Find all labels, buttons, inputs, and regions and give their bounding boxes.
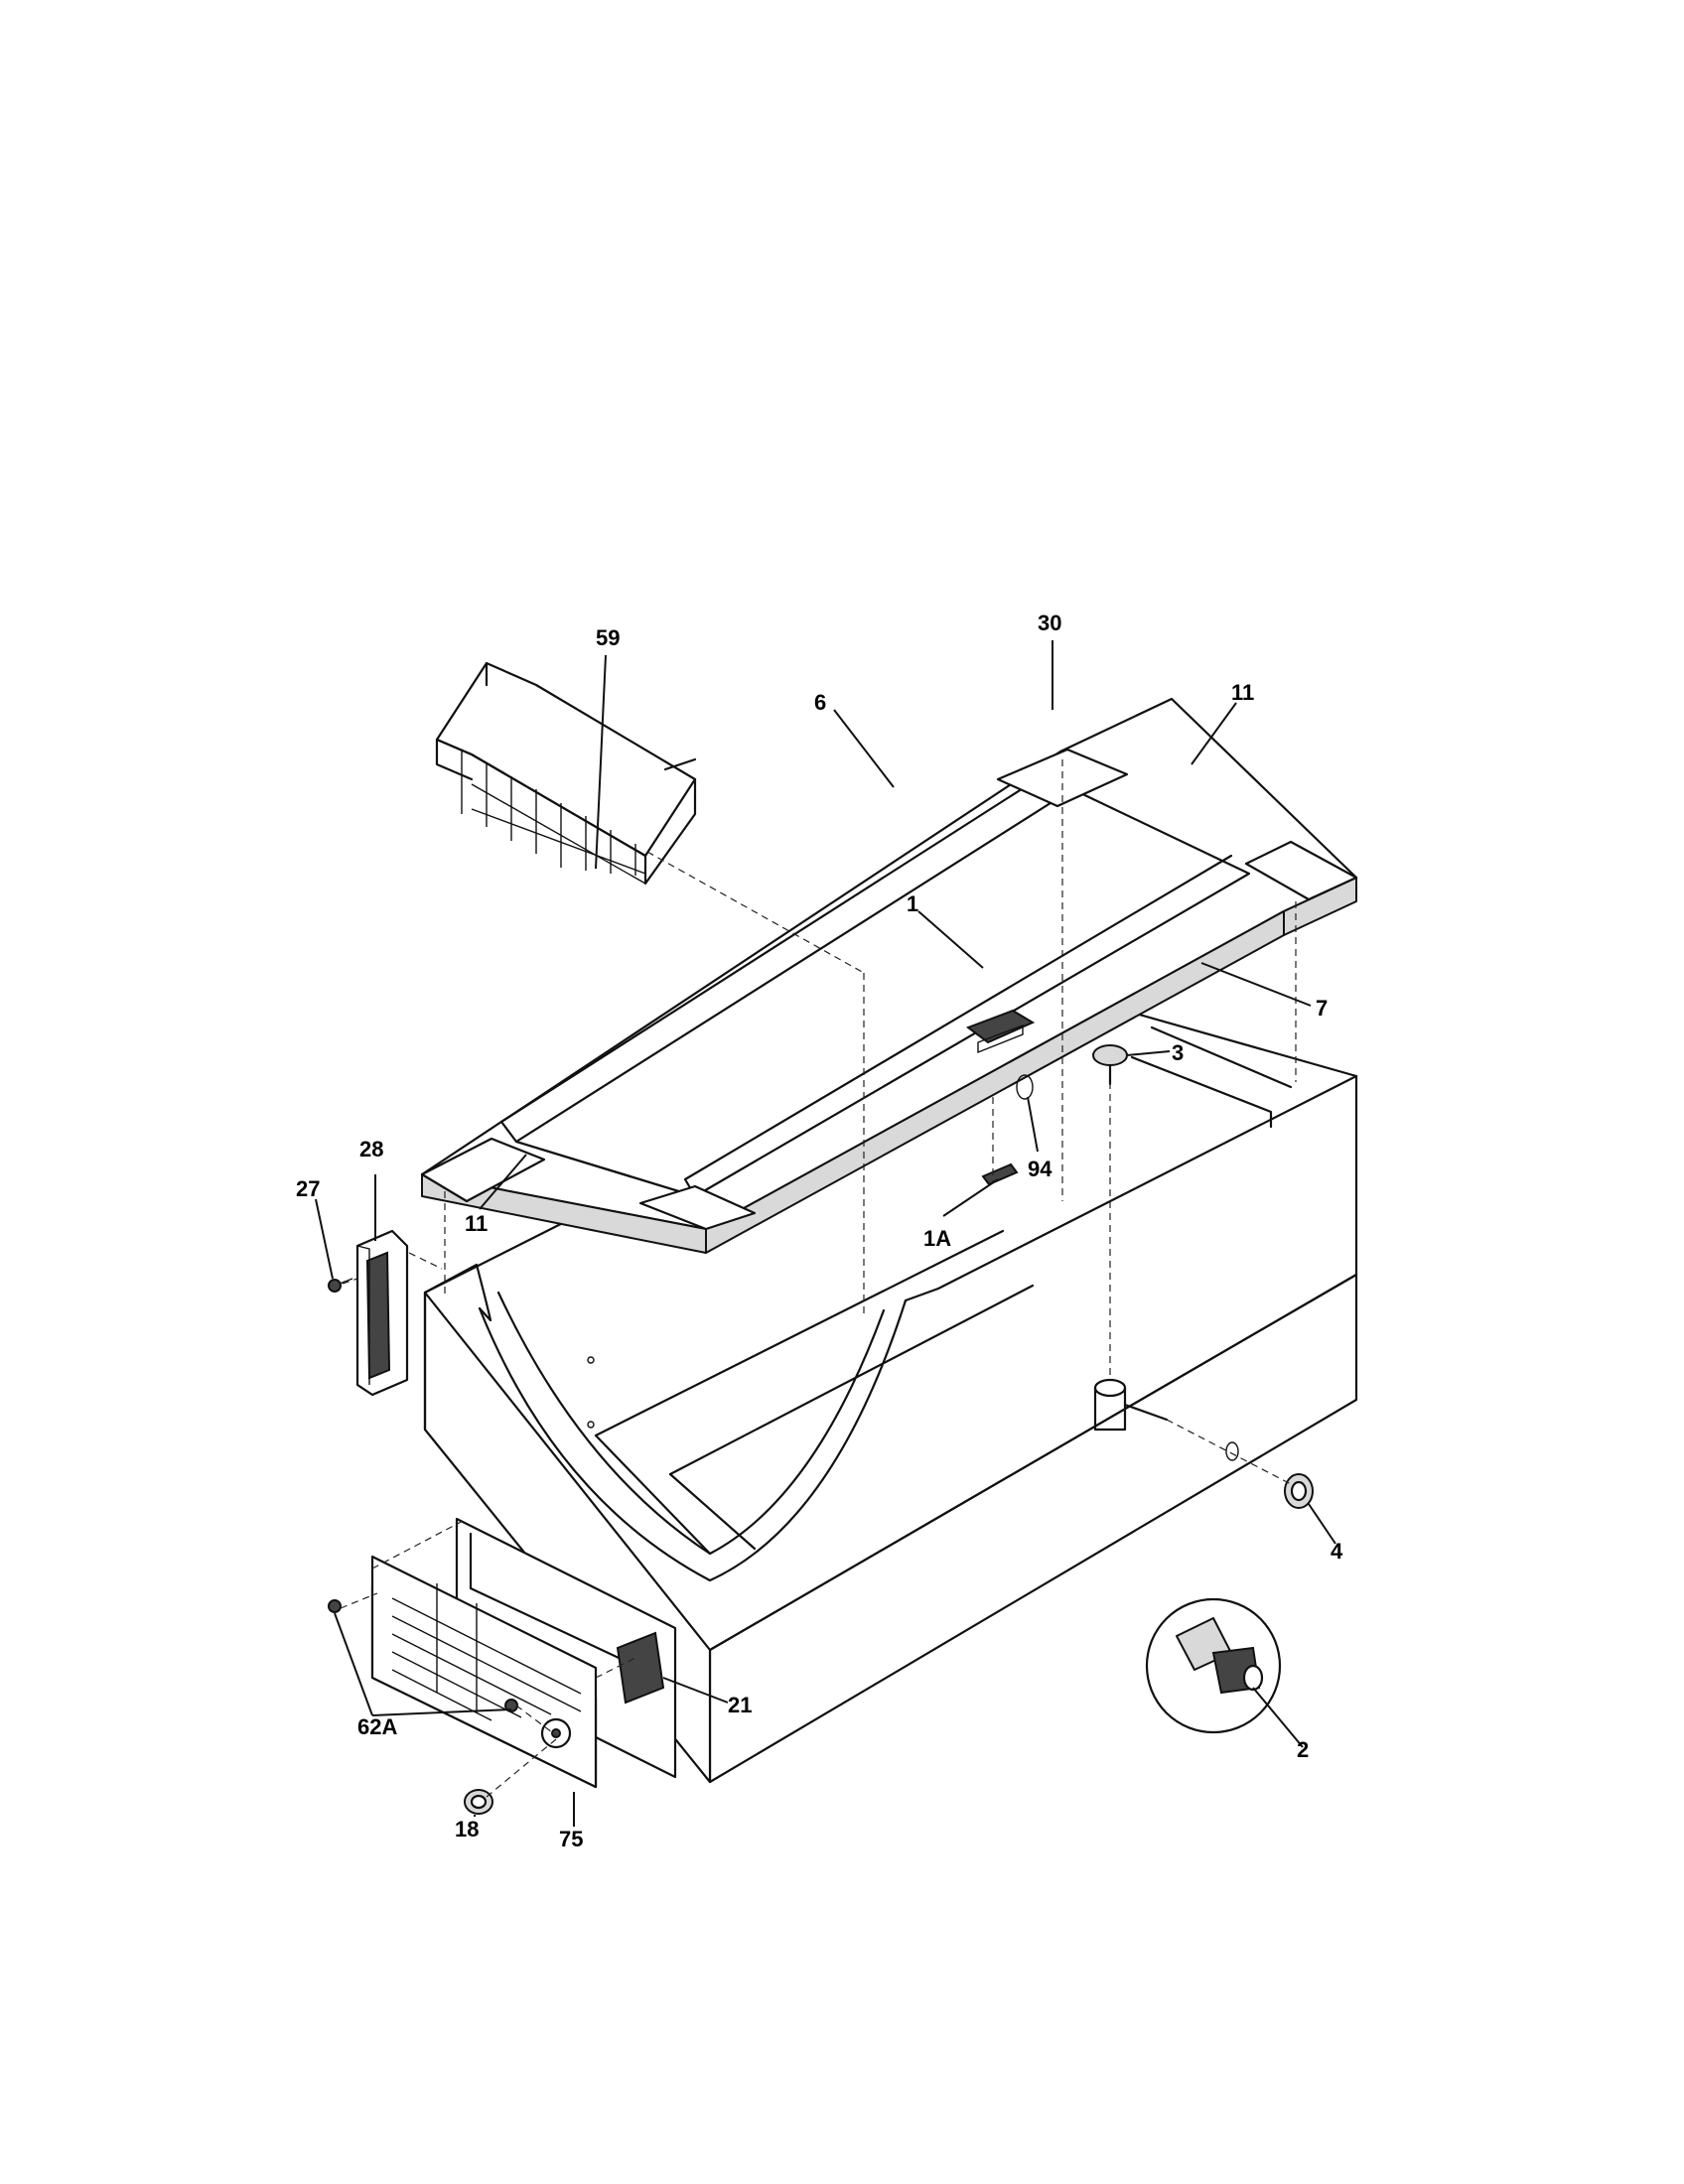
cabinet-body [423, 1003, 1358, 1784]
wire-basket [435, 661, 697, 886]
label-62A: 62A [357, 1714, 397, 1739]
label-7: 7 [1316, 996, 1328, 1021]
label-30: 30 [1038, 611, 1061, 635]
leader-lines [315, 640, 1336, 1827]
label-2: 2 [1297, 1737, 1309, 1762]
label-11-bottom: 11 [465, 1211, 488, 1236]
label-18: 18 [455, 1817, 479, 1842]
label-27: 27 [296, 1176, 320, 1201]
alignment-lines [340, 759, 1297, 1798]
small-parts [328, 1044, 1314, 1815]
label-3: 3 [1172, 1040, 1184, 1065]
part-labels: 59 30 6 11 1 7 3 94 1A 11 28 27 4 21 2 6… [296, 611, 1343, 1851]
label-75: 75 [559, 1827, 583, 1851]
label-21: 21 [728, 1693, 752, 1717]
label-28: 28 [359, 1137, 383, 1161]
label-1: 1 [907, 891, 918, 916]
label-1A: 1A [923, 1226, 951, 1251]
label-4: 4 [1331, 1539, 1343, 1564]
label-59: 59 [596, 625, 620, 650]
hinge-assembly [328, 1229, 409, 1397]
label-11-top: 11 [1231, 680, 1254, 705]
label-94: 94 [1028, 1157, 1052, 1181]
inset-detail [1145, 1597, 1282, 1734]
label-6: 6 [814, 690, 826, 715]
